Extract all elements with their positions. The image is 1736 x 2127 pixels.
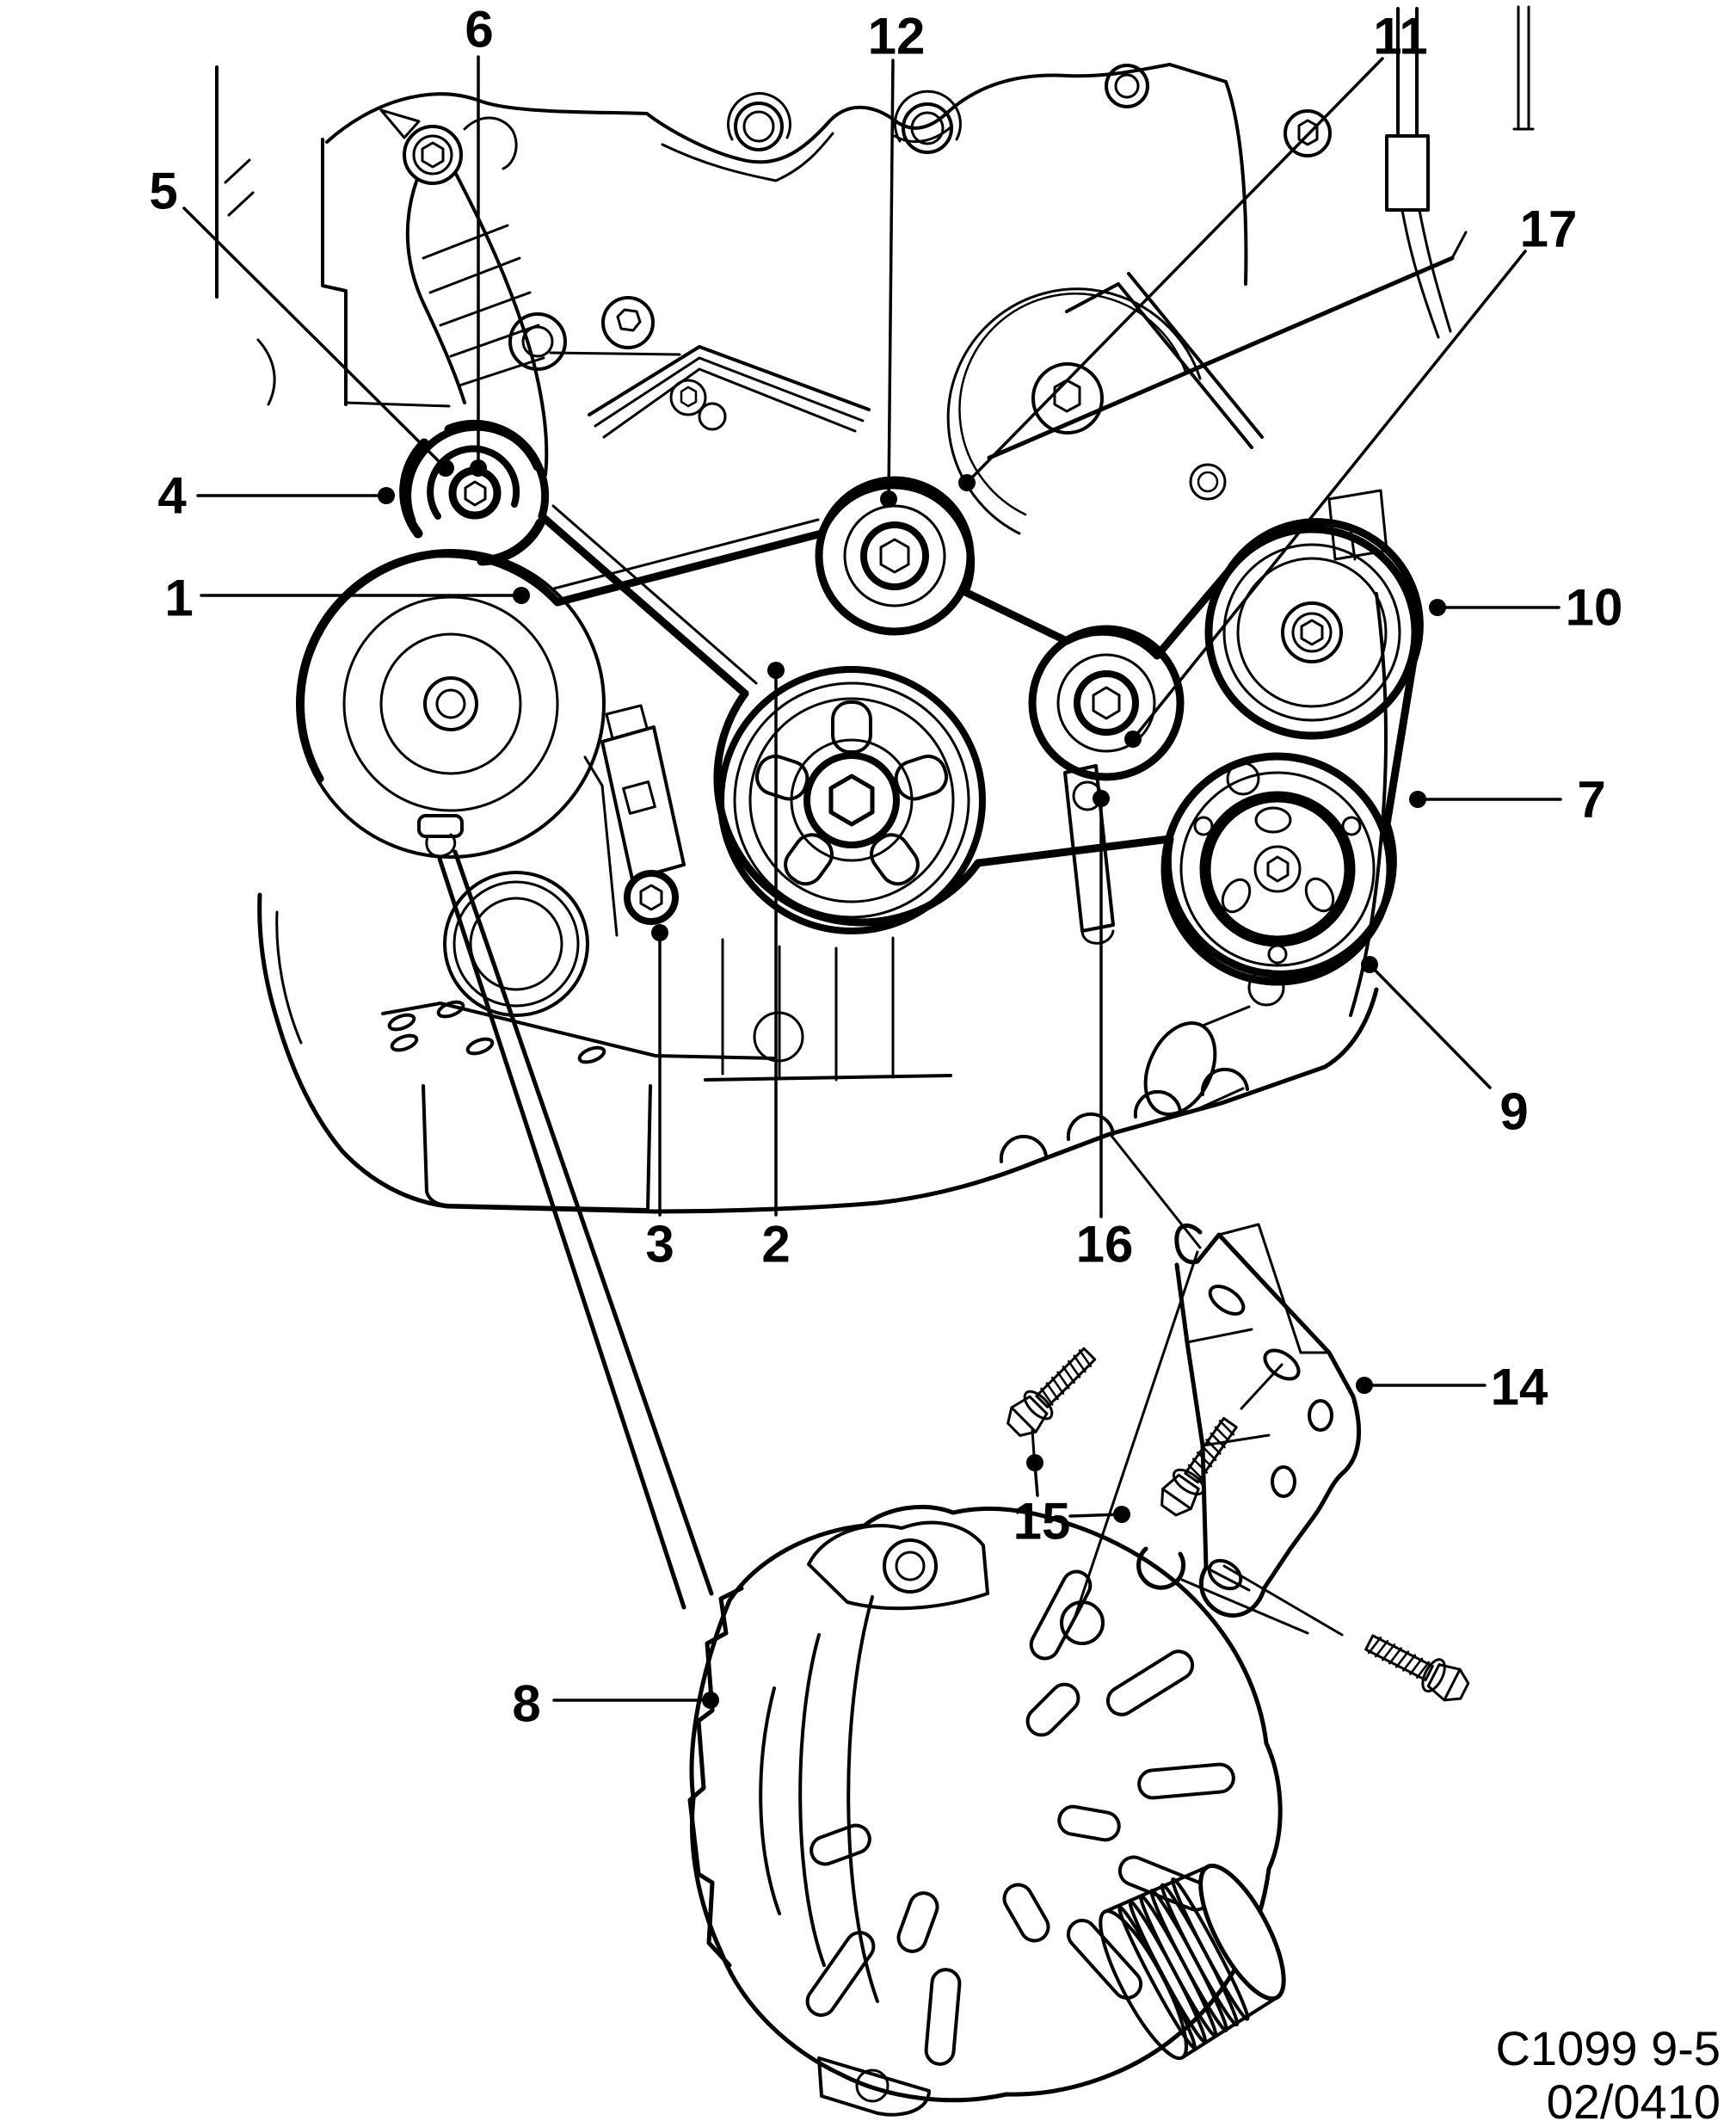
callout-leader-line [965, 57, 1384, 484]
callout-leader-line [1068, 1513, 1122, 1518]
drive-belt [297, 422, 1424, 978]
bolt-a [1007, 1347, 1097, 1437]
callout-dot [378, 487, 395, 504]
callout-dot [1113, 1506, 1130, 1523]
callout-dot [1124, 731, 1142, 748]
callout-label-9: 9 [1499, 1083, 1528, 1141]
callout-5: 5 [149, 163, 454, 477]
idler-pulley-16 [1028, 625, 1185, 945]
callout-6: 6 [465, 1, 494, 477]
water-pump-pulley [946, 287, 1202, 535]
alternator-position-wedge [417, 814, 714, 1610]
callout-label-5: 5 [149, 163, 177, 220]
callout-10: 10 [1429, 579, 1622, 637]
callout-dot [1026, 1454, 1043, 1471]
callout-leader-line [182, 207, 447, 470]
callout-17: 17 [1124, 200, 1578, 748]
callout-15: 15 [1013, 1454, 1130, 1551]
callout-dot [880, 490, 897, 508]
callout-dot [767, 662, 785, 679]
callout-3: 3 [645, 924, 674, 1273]
callout-label-14: 14 [1491, 1359, 1548, 1416]
bolt-b [1160, 1416, 1238, 1517]
idler-pulley-10 [1204, 489, 1419, 740]
callout-dot [437, 459, 454, 477]
callout-4: 4 [157, 467, 395, 525]
callout-dot [651, 924, 668, 941]
callout-label-15: 15 [1013, 1493, 1071, 1551]
callout-16: 16 [1076, 790, 1134, 1273]
callout-leader-line [1131, 250, 1527, 741]
callout-9: 9 [1361, 956, 1529, 1141]
callout-dot [1409, 791, 1426, 808]
callout-leader-line [887, 59, 895, 501]
callout-dot [1429, 599, 1446, 616]
callout-label-11: 11 [1373, 8, 1427, 65]
callout-leader-line [1368, 963, 1492, 1089]
callout-label-1: 1 [164, 570, 193, 627]
callout-label-8: 8 [512, 1675, 540, 1733]
callout-12: 12 [868, 8, 926, 508]
valve-cover-outline [215, 63, 1248, 408]
callout-dot [1093, 790, 1110, 807]
callout-label-2: 2 [761, 1216, 790, 1273]
callout-2: 2 [761, 662, 791, 1273]
callout-label-4: 4 [157, 467, 187, 525]
callout-label-12: 12 [868, 8, 926, 65]
callout-label-3: 3 [645, 1216, 674, 1273]
callout-11: 11 [958, 8, 1428, 491]
callout-dot [702, 1692, 719, 1709]
callout-label-7: 7 [1577, 771, 1605, 829]
callout-7: 7 [1409, 771, 1606, 829]
figure-reference-code-line1: C1099 9-5 [1495, 2021, 1721, 2075]
oil-pan [257, 592, 1388, 1214]
crankshaft-pulley [624, 666, 986, 934]
callout-8: 8 [512, 1675, 719, 1733]
alternator-pulley [1099, 1863, 1286, 2061]
callout-label-6: 6 [465, 1, 493, 59]
dipstick-and-tubes [987, 5, 1535, 460]
assembly-alignment-lines [1031, 1134, 1344, 1637]
callout-label-10: 10 [1566, 579, 1623, 637]
callout-dot [1361, 956, 1378, 973]
engine-illustration [215, 5, 1535, 2117]
callout-label-17: 17 [1520, 200, 1578, 258]
cover-bolt-towers [727, 64, 1149, 154]
alternator [687, 1504, 1286, 2117]
callout-1: 1 [164, 570, 530, 627]
bolt-c [1364, 1634, 1470, 1702]
callout-14: 14 [1356, 1359, 1548, 1416]
callout-dot [470, 459, 487, 477]
timing-cover-ridges [549, 272, 1264, 449]
mounting-bracket [1174, 1223, 1362, 1618]
callout-dot [1356, 1377, 1373, 1394]
callout-dot [958, 474, 976, 491]
callout-label-16: 16 [1076, 1216, 1134, 1273]
crank-sensor-bracket [600, 704, 686, 881]
callout-dot [513, 587, 530, 604]
figure-reference-code-line2: 02/0410 [1547, 2075, 1721, 2127]
